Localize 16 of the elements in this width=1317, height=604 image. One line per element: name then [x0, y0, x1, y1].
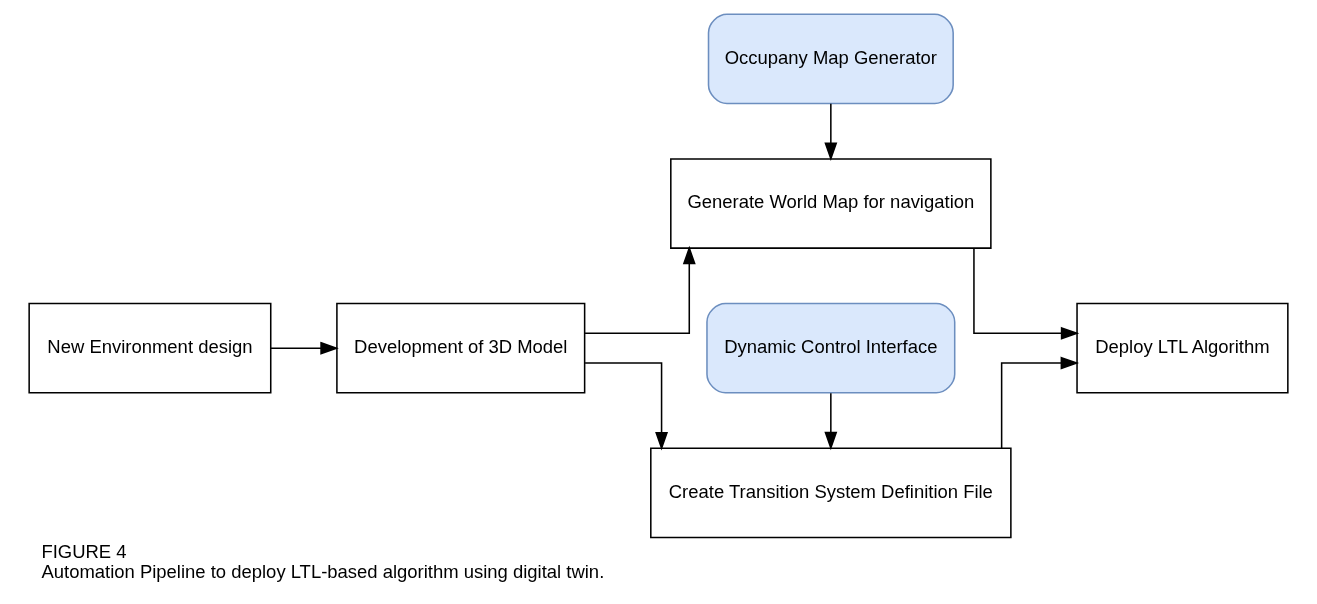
node-box: Development of 3D Model [336, 302, 586, 394]
node-box: Dynamic Control Interface [706, 302, 956, 394]
arrow [1000, 356, 1080, 449]
arrow [973, 247, 1080, 340]
arrow [270, 341, 339, 355]
node-box: Generate World Map for navigation [670, 158, 992, 249]
node-box: New Environment design [28, 302, 272, 394]
arrow [584, 362, 669, 451]
arrow [824, 103, 838, 161]
arrow [584, 245, 696, 335]
node-box: Occupany Map Generator [707, 13, 954, 105]
arrow [824, 392, 838, 451]
node-box: Deploy LTL Algorithm [1076, 302, 1289, 394]
node-box: Create Transition System Definition File [650, 447, 1012, 539]
caption: Automation Pipeline to deploy LTL-based algorithm using digital twin. [41, 561, 605, 583]
diagram-title: FIGURE 4 [41, 541, 127, 563]
